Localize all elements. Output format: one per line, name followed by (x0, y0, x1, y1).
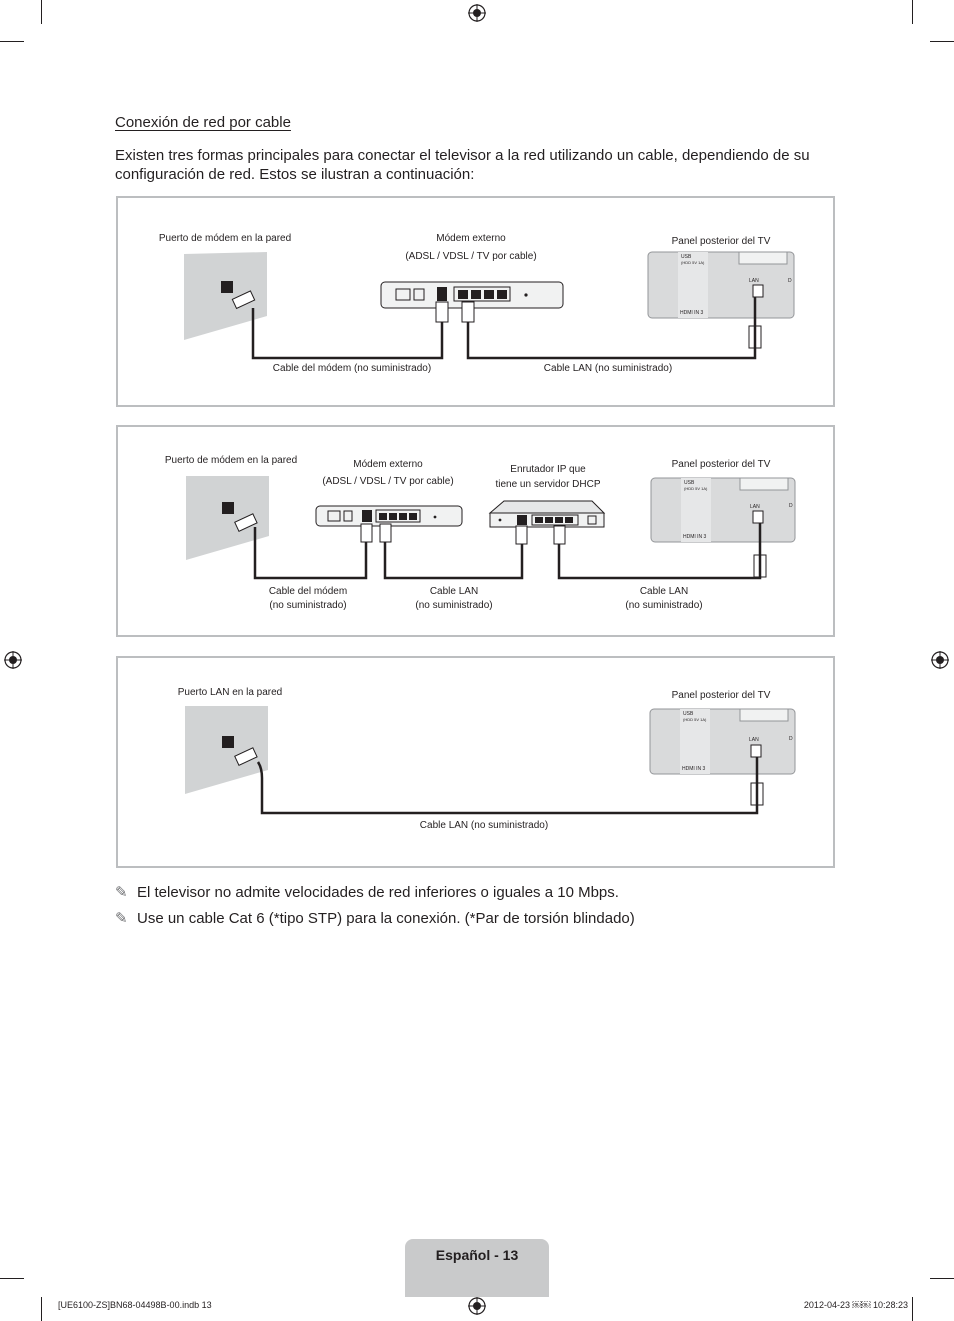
note-item: ✎ Use un cable Cat 6 (*tipo STP) para la … (115, 910, 635, 928)
crop-mark (0, 1278, 24, 1279)
crop-mark (41, 1297, 42, 1321)
crop-mark (912, 1297, 913, 1321)
crop-mark (930, 41, 954, 42)
page-label: Español - 13 (435, 1247, 519, 1263)
tv-lan-label: LAN (749, 278, 759, 284)
modem-subtitle-label: (ADSL / VDSL / TV por cable) (405, 251, 537, 262)
tv-usb-sub-label: (HDD 5V 1A) (683, 717, 707, 722)
modem-cable-label-line1: Cable del módem (268, 586, 348, 597)
cable-plug-icon (360, 523, 373, 543)
tv-usb-label: USB (684, 480, 695, 486)
lan-cable-2-label-line2: (no suministrado) (625, 600, 703, 611)
registration-mark-icon (4, 651, 22, 669)
wall-jack-icon (222, 502, 234, 514)
registration-mark-icon (931, 651, 949, 669)
modem-subtitle-label: (ADSL / VDSL / TV por cable) (322, 476, 454, 487)
diagram-modem-direct-graphic (184, 251, 795, 360)
lan-cable-label: Cable LAN (no suministrado) (543, 363, 673, 374)
cable-plug-icon (461, 301, 475, 323)
tv-panel-label: Panel posterior del TV (671, 459, 771, 470)
pencil-note-icon: ✎ (115, 910, 128, 927)
tv-d-label: D (788, 278, 792, 284)
router-label-line2: tiene un servidor DHCP (495, 479, 601, 490)
crop-mark (930, 1278, 954, 1279)
lan-cable (383, 542, 524, 580)
note-text: Use un cable Cat 6 (*tipo STP) para la c… (137, 910, 635, 927)
router-icon (488, 500, 606, 514)
lan-cable (256, 757, 759, 815)
cable-plug-icon (379, 523, 392, 543)
note-text: El televisor no admite velocidades de re… (137, 884, 619, 901)
tv-hdmi-label: HDMI IN 3 (680, 310, 704, 316)
wall-port-label: Puerto de módem en la pared (158, 233, 292, 244)
tv-hdmi-label: HDMI IN 3 (682, 766, 706, 772)
lan-cable-1-label-line1: Cable LAN (429, 586, 479, 597)
tv-hdmi-label: HDMI IN 3 (683, 534, 707, 540)
registration-mark-icon (468, 1297, 486, 1315)
lan-cable-label: Cable LAN (no suministrado) (419, 820, 549, 831)
cable-plug-icon (234, 747, 258, 766)
lan-cable-1-label-line2: (no suministrado) (415, 600, 493, 611)
modem-cable (251, 308, 444, 360)
diagram-lan-wall: Puerto LAN en la pared Panel posterior d… (116, 656, 835, 868)
diagram-modem-direct: Puerto de módem en la pared Módem extern… (116, 196, 835, 407)
tv-lan-label: LAN (749, 737, 759, 743)
diagram-modem-router: Puerto de módem en la pared Módem extern… (116, 425, 835, 637)
tv-d-label: D (789, 503, 793, 509)
lan-port-icon (752, 284, 764, 298)
tv-panel-label: Panel posterior del TV (671, 690, 771, 701)
wall-port-label: Puerto LAN en la pared (177, 687, 283, 698)
footer-timestamp: 2012-04-23 ￼￼ 10:28:23 (803, 1300, 908, 1310)
registration-mark-icon (468, 4, 486, 22)
tv-usb-sub-label: (HDD 5V 1A) (684, 486, 708, 491)
note-item: ✎ El televisor no admite velocidades de r… (115, 884, 619, 902)
wall-port-label: Puerto de módem en la pared (164, 455, 298, 466)
crop-mark (912, 0, 913, 24)
lan-cable-2-label-line1: Cable LAN (639, 586, 689, 597)
crop-mark (41, 0, 42, 24)
wall-jack-icon (222, 736, 234, 748)
modem-cable-label: Cable del módem (no suministrado) (272, 363, 432, 374)
cable-plug-icon (435, 301, 449, 323)
section-title: Conexión de red por cable (115, 114, 291, 131)
wall-jack-icon (221, 281, 233, 293)
tv-usb-sub-label: (HDD 5V 1A) (681, 260, 705, 265)
router-label-line1: Enrutador IP que (510, 464, 586, 475)
intro-paragraph: Existen tres formas principales para con… (115, 147, 810, 183)
modem-title-label: Módem externo (436, 233, 506, 244)
wall-icon (184, 252, 267, 340)
cable-plug-icon (231, 290, 256, 310)
pencil-note-icon: ✎ (115, 884, 128, 901)
modem-cable-label-line2: (no suministrado) (269, 600, 347, 611)
tv-usb-label: USB (683, 711, 694, 717)
lan-port-icon (752, 510, 764, 524)
diagram-lan-wall-graphic (185, 706, 796, 815)
cable-plug-icon (553, 525, 566, 545)
wall-icon (186, 476, 269, 560)
tv-d-label: D (789, 736, 793, 742)
lan-cable (466, 297, 757, 360)
crop-mark (0, 41, 24, 42)
tv-lan-label: LAN (750, 504, 760, 510)
modem-title-label: Módem externo (353, 459, 423, 470)
page-number-tab: Español - 13 (405, 1239, 549, 1297)
tv-panel-label: Panel posterior del TV (671, 236, 771, 247)
lan-cable (557, 523, 762, 580)
cable-plug-icon (234, 513, 258, 532)
wall-icon (185, 706, 268, 794)
cable-plug-icon (515, 525, 528, 545)
footer-file-info: [UE6100-ZS]BN68-04498B-00.indb 13 (58, 1300, 212, 1310)
modem-cable (253, 527, 368, 580)
lan-port-icon (750, 744, 762, 758)
diagram-modem-router-graphic (186, 476, 796, 580)
tv-usb-label: USB (681, 254, 692, 260)
